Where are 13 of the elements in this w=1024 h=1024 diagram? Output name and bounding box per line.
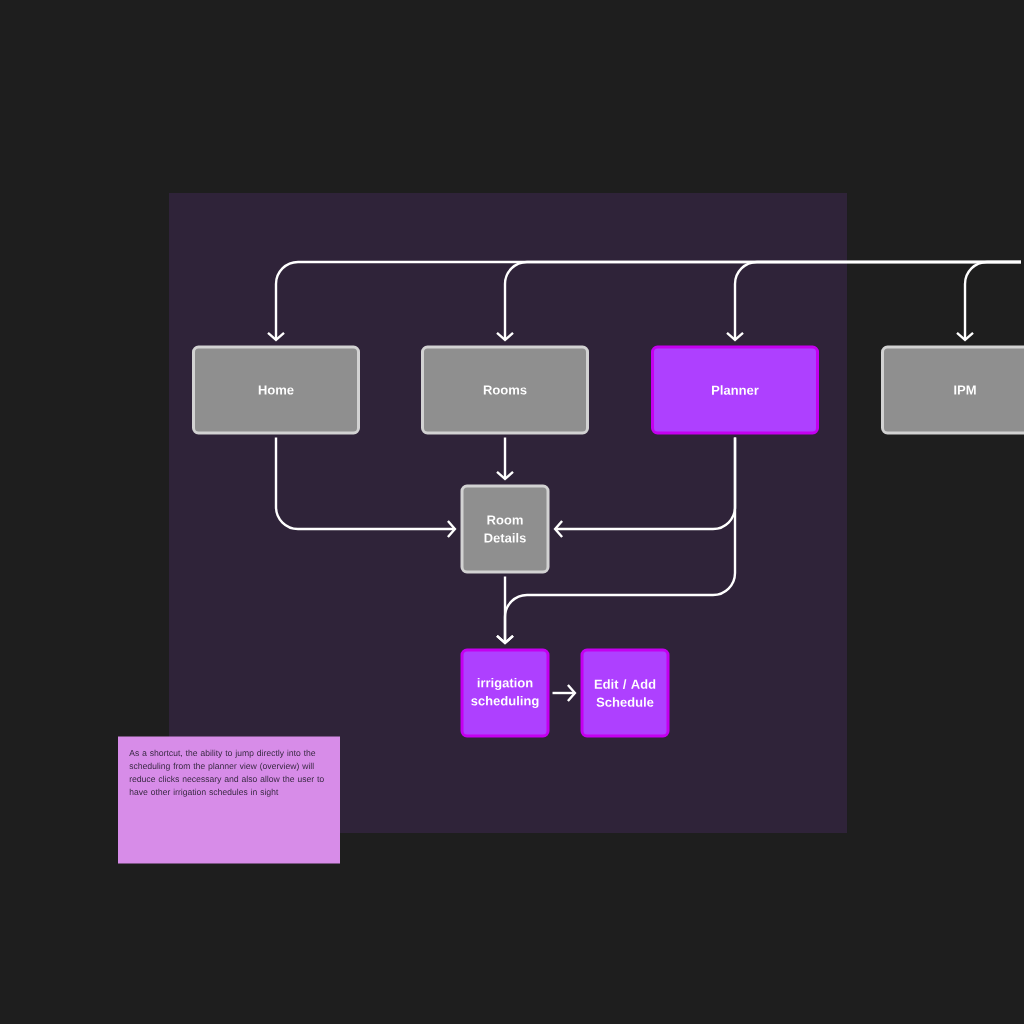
screen-box: Room Details xyxy=(460,484,550,574)
screen-box: IPM xyxy=(881,345,1024,435)
arrow xyxy=(496,437,514,481)
screen-box: Planner xyxy=(651,345,819,435)
arrow xyxy=(274,437,457,538)
screen-box: Edit / Add Schedule xyxy=(580,648,670,738)
sticky-note: As a shortcut, the ability to jump directly into the scheduling from the planner view (overview) will reduce clicks necessary and also allow the user to have other irrigation schedules in sight xyxy=(118,736,340,864)
screen-box: Rooms xyxy=(421,345,589,435)
arrow xyxy=(552,684,577,702)
screen-box: Home xyxy=(192,345,360,435)
screen-box: irrigation scheduling xyxy=(460,648,550,738)
arrow xyxy=(496,437,737,645)
arrow xyxy=(956,260,1021,342)
